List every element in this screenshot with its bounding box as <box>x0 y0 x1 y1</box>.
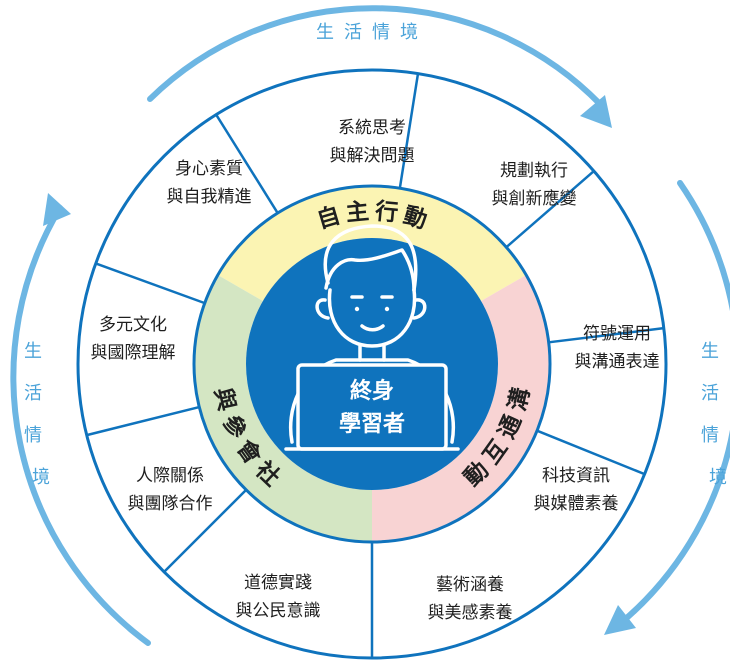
right-arc-label-char-3: 情 <box>701 425 719 446</box>
segment-label-2-line2: 與創新應變 <box>492 188 577 209</box>
outer-context-arcs: 生活情境 生活情境 生活情境 <box>10 5 730 646</box>
domain-sector-1 <box>217 186 527 301</box>
segment-label-1-line2: 與解決問題 <box>330 146 415 166</box>
segment-divider-4 <box>548 326 664 344</box>
right-arc <box>619 180 730 625</box>
learner-figure-icon <box>288 224 456 444</box>
domain-ring-outline <box>192 184 552 544</box>
left-arc-label-char-4: 境 <box>32 467 50 488</box>
top-arc-arrowhead <box>580 95 612 128</box>
segment-dividers <box>86 73 664 658</box>
segment-label-6-line1: 道德實踐 <box>244 573 312 593</box>
segment-divider-2 <box>398 73 420 189</box>
right-arc-label-char-1: 生 <box>701 341 719 362</box>
segment-label-5-line1: 藝術涵養 <box>436 575 504 595</box>
right-arc-label-char-4: 境 <box>709 467 727 488</box>
segment-label-6-line2: 與公民意識 <box>236 601 321 621</box>
left-arc-label-char-1: 生 <box>24 341 42 362</box>
segment-label-7-line1: 人際關係 <box>136 466 204 486</box>
segment-labels: 系統思考與解決問題規劃執行與創新應變符號運用與溝通表達科技資訊與媒體素養藝術涵養… <box>91 118 660 623</box>
segment-divider-1 <box>215 114 279 214</box>
center-label-line2: 學習者 <box>339 411 405 437</box>
competency-wheel: 系統思考與解決問題規劃執行與創新應變符號運用與溝通表達科技資訊與媒體素養藝術涵養… <box>76 68 668 660</box>
center-label-line1: 終身 <box>350 378 394 404</box>
segment-divider-8 <box>86 405 200 437</box>
domain-sector-3 <box>194 275 372 542</box>
segment-divider-7 <box>163 488 248 573</box>
segment-label-5-line2: 與美感素養 <box>428 603 513 623</box>
left-arc <box>10 205 151 646</box>
domain-sector-2 <box>372 275 550 542</box>
left-arc-arrowhead <box>43 193 71 226</box>
segment-label-8-line1: 多元文化 <box>99 315 167 335</box>
segment-label-1-line1: 系統思考 <box>338 118 406 138</box>
left-arc-label-char-3: 情 <box>24 425 42 446</box>
segment-label-3-line1: 符號運用 <box>583 324 651 344</box>
segment-label-9-line1: 身心素質 <box>175 159 243 179</box>
segment-label-4-line1: 科技資訊 <box>542 466 610 486</box>
segment-divider-5 <box>536 429 646 476</box>
segment-label-4-line2: 與媒體素養 <box>534 494 619 514</box>
segment-label-3-line2: 與溝通表達 <box>575 352 660 372</box>
right-arc-label-char-2: 活 <box>701 383 719 404</box>
right-arc-arrowhead <box>604 605 636 635</box>
segment-label-9-line2: 與自我精進 <box>167 187 252 207</box>
left-arc-label-char-2: 活 <box>24 383 42 404</box>
segment-divider-3 <box>505 170 595 249</box>
right-arc-label: 生活情境 <box>701 341 727 488</box>
segment-label-2-line1: 規劃執行 <box>500 161 568 181</box>
top-arc <box>147 5 603 107</box>
domain-label-1-char-3: 行 <box>373 198 399 227</box>
left-arc-label: 生活情境 <box>24 341 50 488</box>
domain-label-1-char-2: 主 <box>345 199 370 227</box>
domain-ring: 自主行動溝通互動社會參與 <box>194 186 550 542</box>
segment-label-8-line2: 與國際理解 <box>91 343 176 363</box>
top-arc-label: 生活情境 <box>316 22 428 43</box>
segment-divider-9 <box>95 262 206 305</box>
segment-label-7-line2: 與團隊合作 <box>128 494 213 514</box>
